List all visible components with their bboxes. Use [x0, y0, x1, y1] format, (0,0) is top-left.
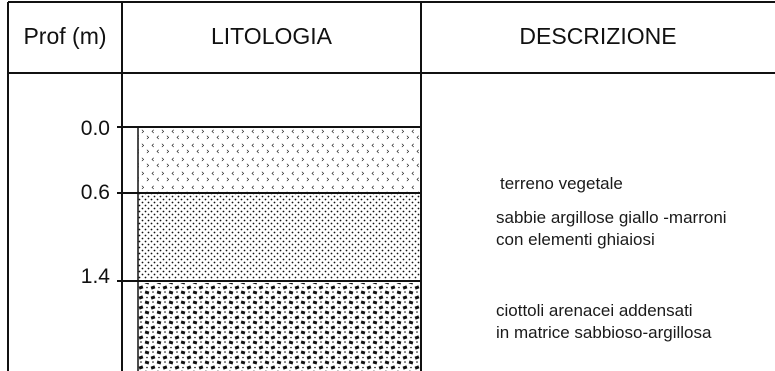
header-depth: Prof (m)	[23, 23, 107, 49]
header-description: DESCRIZIONE	[519, 23, 677, 49]
depth-label-0-6: 0.6	[80, 181, 110, 204]
description-line: terreno vegetale	[500, 174, 623, 193]
description-line: in matrice sabbioso-argillosa	[496, 323, 712, 342]
header-lithology: LITOLOGIA	[210, 23, 332, 49]
description-line: ciottoli arenacei addensati	[496, 301, 693, 320]
description-clayey-sand: sabbie argillose giallo -marroni con ele…	[496, 207, 727, 251]
layer-fill-vegetal-soil	[138, 127, 420, 193]
description-vegetal-soil: terreno vegetale	[500, 173, 623, 195]
description-cobbles: ciottoli arenacei addensati in matrice s…	[496, 300, 711, 344]
layer-fill-clayey-sand	[138, 193, 420, 279]
description-line: sabbie argillose giallo -marroni	[496, 208, 727, 227]
depth-label-1-4: 1.4	[80, 265, 110, 288]
layer-fill-cobbles	[138, 283, 420, 371]
description-line: con elementi ghiaiosi	[496, 230, 655, 249]
depth-label-0-0: 0.0	[80, 117, 110, 140]
